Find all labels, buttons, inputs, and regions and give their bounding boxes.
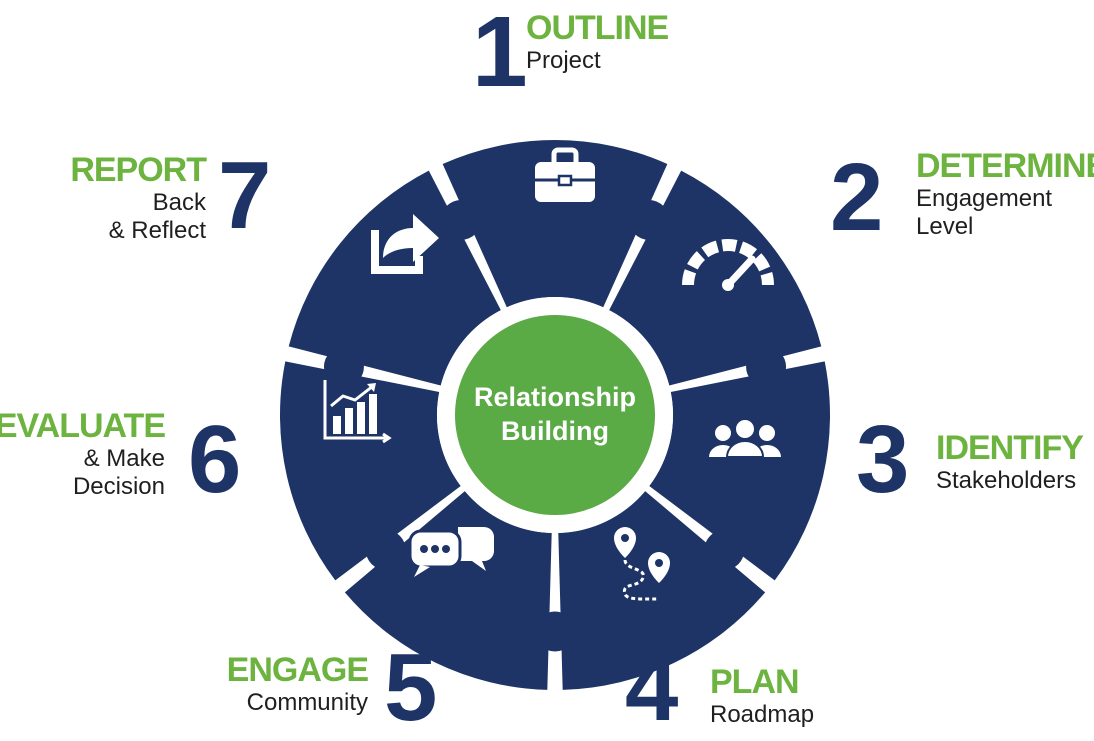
step-4-label: PLAN Roadmap xyxy=(710,663,815,729)
bar-chart-icon xyxy=(323,380,392,444)
step-6-title: EVALUATE xyxy=(0,407,166,445)
step-2-title: DETERMINE xyxy=(916,147,1094,185)
step-5-label: ENGAGE Community xyxy=(226,651,369,717)
step-5-number: 5 xyxy=(384,634,438,741)
puzzle-piece-3 xyxy=(649,361,830,581)
step-3-line-1: Stakeholders xyxy=(936,467,1077,495)
puzzle-piece-4 xyxy=(558,491,766,690)
step-2-number: 2 xyxy=(830,144,884,251)
center-label-line1: Relationship xyxy=(473,382,636,413)
center-label: Relationship Building xyxy=(455,315,655,515)
route-icon xyxy=(614,527,670,601)
step-1-line-1: Project xyxy=(526,47,601,75)
step-3-title: IDENTIFY xyxy=(936,429,1084,467)
step-2-line-2: Level xyxy=(916,212,974,240)
step-1-label: OUTLINE Project xyxy=(526,9,669,75)
step-7-label: REPORT Back & Reflect xyxy=(70,151,207,245)
step-1-number: 1 xyxy=(472,0,528,108)
speedometer-icon xyxy=(682,239,774,291)
step-7-line-2: & Reflect xyxy=(108,216,206,244)
step-3-label: IDENTIFY Stakeholders xyxy=(936,429,1084,495)
step-6-line-1: & Make xyxy=(83,445,165,473)
step-6-label: EVALUATE & Make Decision xyxy=(0,407,166,501)
step-4-title: PLAN xyxy=(710,663,800,701)
step-1-title: OUTLINE xyxy=(526,9,669,47)
step-2-label: DETERMINE Engagement Level xyxy=(916,147,1094,241)
step-6-number: 6 xyxy=(188,406,242,513)
share-icon xyxy=(371,214,439,274)
step-7-title: REPORT xyxy=(70,151,207,189)
step-7-number: 7 xyxy=(218,142,272,249)
people-icon xyxy=(709,418,781,458)
step-5-title: ENGAGE xyxy=(226,651,369,689)
puzzle-knob-7 xyxy=(441,199,482,240)
step-5-line-1: Community xyxy=(246,689,368,717)
puzzle-piece-1 xyxy=(442,139,668,308)
step-4-line-1: Roadmap xyxy=(710,701,815,729)
step-3-number: 3 xyxy=(856,406,910,513)
chat-icon xyxy=(408,527,494,577)
step-7-line-1: Back xyxy=(152,189,206,217)
center-circle xyxy=(455,315,655,515)
step-6-line-2: Decision xyxy=(72,472,165,500)
puzzle-piece-5 xyxy=(344,491,552,690)
step-2-line-1: Engagement xyxy=(916,185,1053,213)
puzzle-piece-2 xyxy=(609,170,822,386)
center-label-line2: Building xyxy=(501,416,609,446)
briefcase-icon xyxy=(535,147,595,202)
step-4-number: 4 xyxy=(625,634,679,741)
